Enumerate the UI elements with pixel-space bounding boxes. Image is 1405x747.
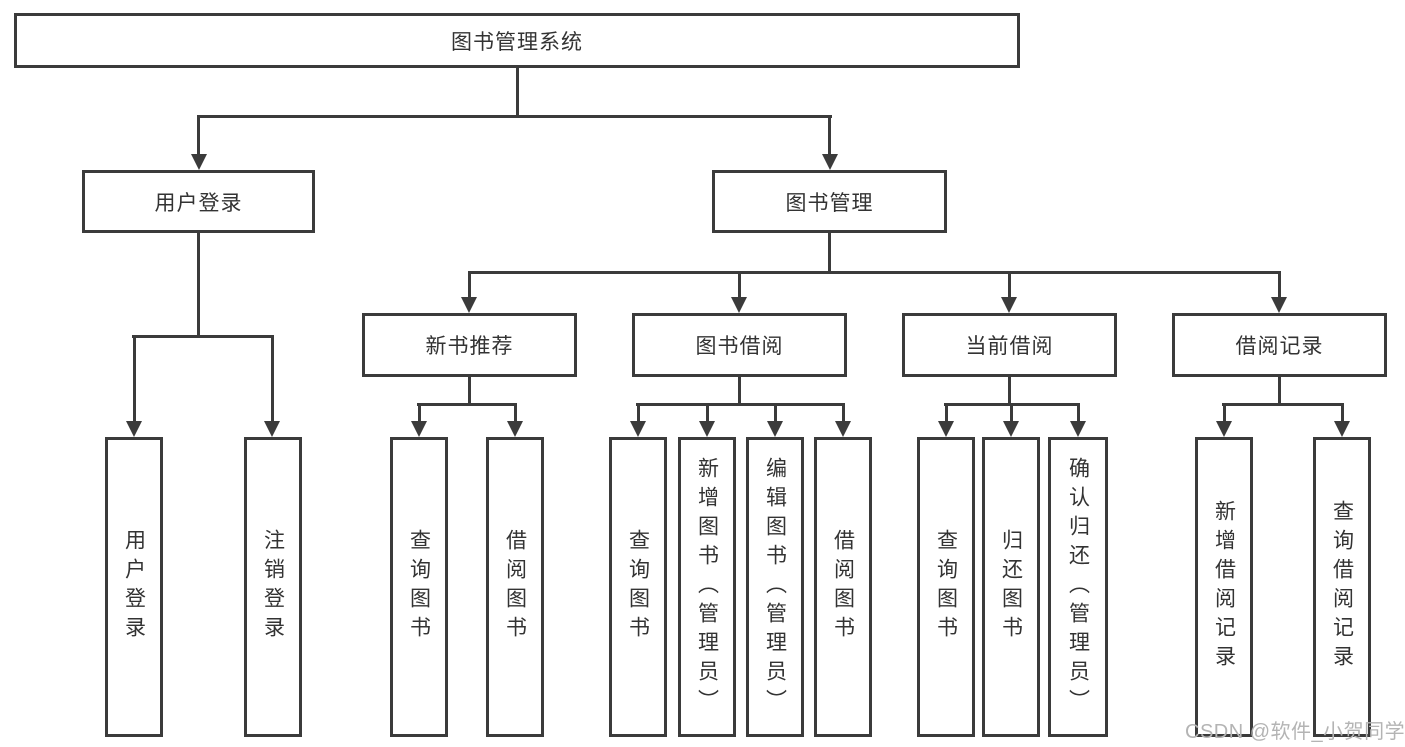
arrow-down-icon xyxy=(1334,421,1350,437)
connector-to-book-borrow xyxy=(738,271,741,297)
leaf-logout-label: 注销登录 xyxy=(261,529,285,645)
leaf-br-query-record-label: 查询借阅记录 xyxy=(1330,500,1354,674)
node-borrow-records: 借阅记录 xyxy=(1172,313,1387,377)
connector-to-leaf-br-query xyxy=(1341,403,1344,421)
connector-to-leaf-cb-return xyxy=(1010,403,1013,421)
connector-to-leaf-bb-query xyxy=(637,403,640,421)
arrow-down-icon xyxy=(822,154,838,170)
arrow-down-icon xyxy=(126,421,142,437)
arrow-down-icon xyxy=(264,421,280,437)
arrow-down-icon xyxy=(1003,421,1019,437)
leaf-bb-add-books-admin: 新增图书（管理员） xyxy=(678,437,736,737)
arrow-down-icon xyxy=(767,421,783,437)
arrow-down-icon xyxy=(699,421,715,437)
connector-to-leaf-bb-borrow xyxy=(842,403,845,421)
node-root: 图书管理系统 xyxy=(14,13,1020,68)
arrow-down-icon xyxy=(630,421,646,437)
connector-to-leaf-user-login xyxy=(133,335,136,421)
connector-book-borrow-bar xyxy=(636,403,845,406)
connector-to-leaf-nb-borrow xyxy=(514,403,517,421)
leaf-br-query-record: 查询借阅记录 xyxy=(1313,437,1371,737)
arrow-down-icon xyxy=(938,421,954,437)
leaf-nb-query-books-label: 查询图书 xyxy=(407,529,431,645)
arrow-down-icon xyxy=(731,297,747,313)
connector-root-to-user-login xyxy=(197,115,200,154)
leaf-cb-return-books-label: 归还图书 xyxy=(999,529,1023,645)
leaf-bb-query-books: 查询图书 xyxy=(609,437,667,737)
node-current-borrow: 当前借阅 xyxy=(902,313,1117,377)
connector-user-login-bar xyxy=(132,335,274,338)
node-current-borrow-label: 当前借阅 xyxy=(965,335,1054,358)
watermark: CSDN @软件_小贺同学 xyxy=(1185,721,1405,743)
leaf-cb-confirm-return-admin: 确认归还（管理员） xyxy=(1048,437,1108,737)
connector-user-login-stem xyxy=(197,233,200,336)
arrow-down-icon xyxy=(461,297,477,313)
arrow-down-icon xyxy=(835,421,851,437)
connector-to-new-book-recommend xyxy=(468,271,471,297)
connector-borrow-records-bar xyxy=(1222,403,1344,406)
node-root-label: 图书管理系统 xyxy=(451,30,583,54)
node-book-borrow: 图书借阅 xyxy=(632,313,847,377)
leaf-br-add-record: 新增借阅记录 xyxy=(1195,437,1253,737)
leaf-cb-return-books: 归还图书 xyxy=(982,437,1040,737)
arrow-down-icon xyxy=(507,421,523,437)
connector-new-book-stem xyxy=(468,377,471,406)
node-user-login: 用户登录 xyxy=(82,170,315,233)
connector-to-borrow-records xyxy=(1278,271,1281,297)
leaf-nb-borrow-books: 借阅图书 xyxy=(486,437,544,737)
leaf-cb-query-books-label: 查询图书 xyxy=(934,529,958,645)
arrow-down-icon xyxy=(411,421,427,437)
leaf-bb-edit-books-admin: 编辑图书（管理员） xyxy=(746,437,804,737)
connector-to-leaf-nb-query xyxy=(418,403,421,421)
leaf-br-add-record-label: 新增借阅记录 xyxy=(1212,500,1236,674)
connector-to-leaf-br-add xyxy=(1223,403,1226,421)
connector-to-leaf-cb-confirm xyxy=(1077,403,1080,421)
leaf-bb-borrow-books: 借阅图书 xyxy=(814,437,872,737)
node-user-login-label: 用户登录 xyxy=(154,191,243,215)
connector-to-leaf-cb-query xyxy=(945,403,948,421)
connector-book-management-stem xyxy=(828,233,831,274)
connector-new-book-bar xyxy=(417,403,517,406)
connector-book-management-bar xyxy=(468,271,1281,274)
leaf-bb-edit-books-admin-label: 编辑图书（管理员） xyxy=(763,456,787,718)
leaf-cb-confirm-return-admin-label: 确认归还（管理员） xyxy=(1066,456,1090,718)
connector-root-bar xyxy=(198,115,832,118)
leaf-nb-borrow-books-label: 借阅图书 xyxy=(503,529,527,645)
leaf-bb-borrow-books-label: 借阅图书 xyxy=(831,529,855,645)
arrow-down-icon xyxy=(1001,297,1017,313)
node-book-management-label: 图书管理 xyxy=(785,191,874,215)
leaf-bb-add-books-admin-label: 新增图书（管理员） xyxy=(695,456,719,718)
connector-borrow-records-stem xyxy=(1278,377,1281,406)
leaf-user-login-label: 用户登录 xyxy=(122,529,146,645)
node-new-book-recommend-label: 新书推荐 xyxy=(425,335,514,358)
connector-root-to-book-management xyxy=(828,115,831,154)
node-new-book-recommend: 新书推荐 xyxy=(362,313,577,377)
arrow-down-icon xyxy=(1271,297,1287,313)
connector-book-borrow-stem xyxy=(738,377,741,406)
connector-root-stem xyxy=(516,68,519,117)
leaf-bb-query-books-label: 查询图书 xyxy=(626,529,650,645)
leaf-nb-query-books: 查询图书 xyxy=(390,437,448,737)
connector-to-leaf-bb-add xyxy=(706,403,709,421)
leaf-logout: 注销登录 xyxy=(244,437,302,737)
arrow-down-icon xyxy=(1216,421,1232,437)
connector-to-leaf-logout xyxy=(271,335,274,421)
leaf-user-login: 用户登录 xyxy=(105,437,163,737)
node-book-borrow-label: 图书借阅 xyxy=(695,335,784,358)
connector-to-leaf-bb-edit xyxy=(774,403,777,421)
leaf-cb-query-books: 查询图书 xyxy=(917,437,975,737)
connector-current-borrow-stem xyxy=(1008,377,1011,406)
arrow-down-icon xyxy=(1070,421,1086,437)
connector-to-current-borrow xyxy=(1008,271,1011,297)
node-book-management: 图书管理 xyxy=(712,170,947,233)
arrow-down-icon xyxy=(191,154,207,170)
node-borrow-records-label: 借阅记录 xyxy=(1235,335,1324,358)
